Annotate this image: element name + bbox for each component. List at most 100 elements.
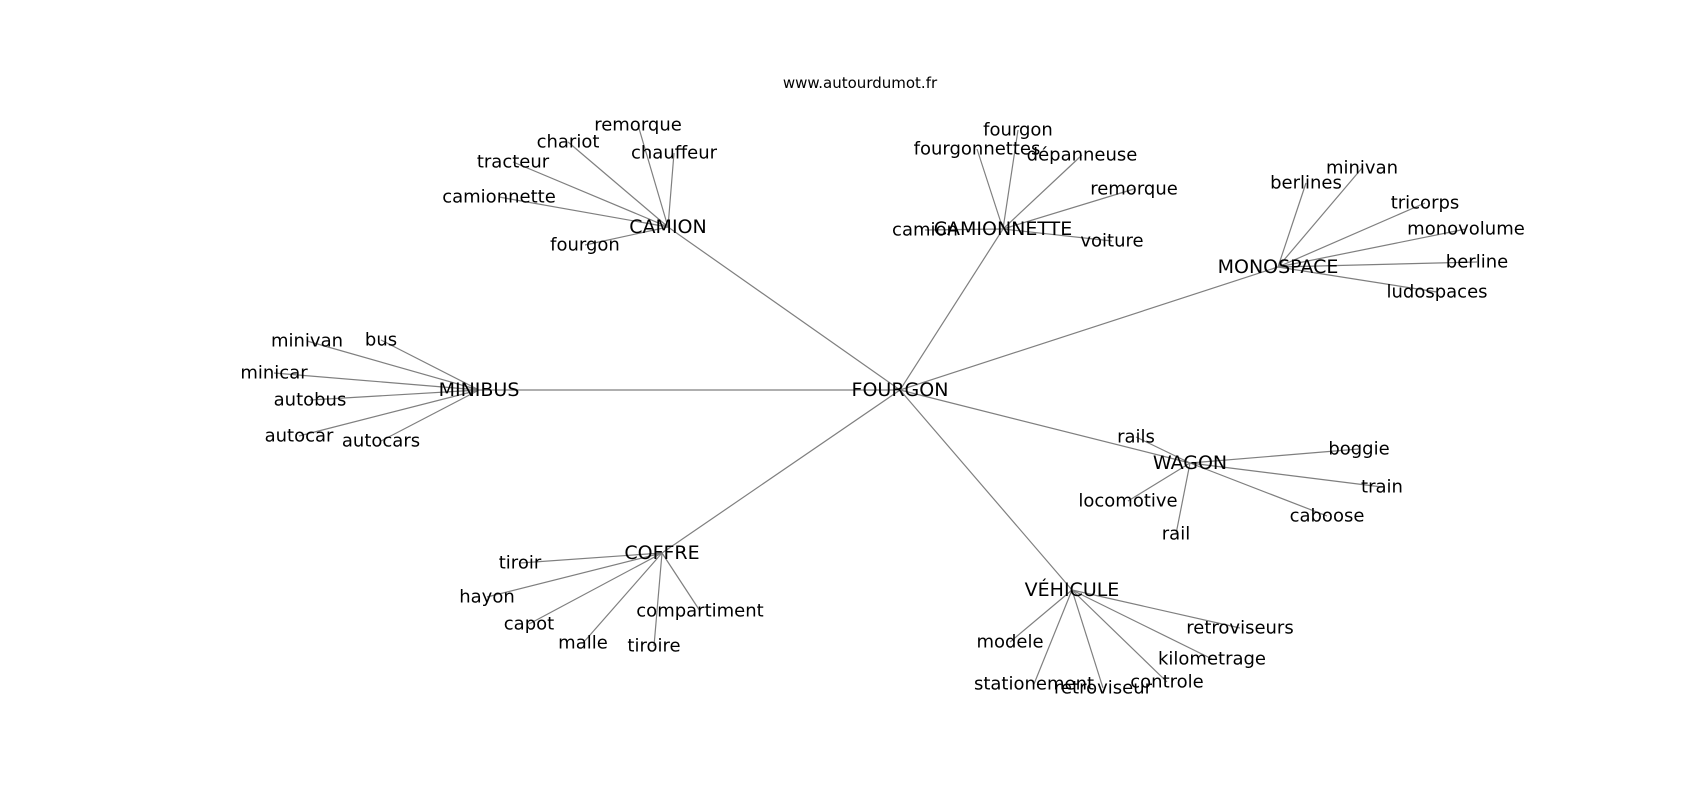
edge-wagon-5 (1175, 462, 1191, 535)
edge-minibus-3 (309, 389, 480, 401)
word-node: camionnette (442, 187, 556, 208)
word-node: fourgon (983, 120, 1053, 141)
edge-camion-2 (667, 152, 675, 228)
edge-minibus-4 (298, 389, 480, 437)
edge-camion-1 (567, 141, 669, 228)
edge-camionnette-4 (924, 228, 1004, 231)
hub-node-monospace: MONOSPACE (1218, 256, 1339, 278)
word-node: tracteur (477, 152, 550, 173)
word-node: monovolume (1407, 219, 1525, 240)
edge-vehicule-2 (1071, 589, 1213, 660)
edge-coffre-5 (653, 552, 663, 647)
graph-edges (273, 124, 1478, 689)
word-node: hayon (459, 587, 515, 608)
word-node: autobus (274, 390, 347, 411)
edge-monospace-0 (1277, 167, 1363, 268)
edge-vehicule-4 (1071, 589, 1104, 689)
source-label: www.autourdumot.fr (783, 74, 938, 92)
word-node: fourgon (550, 235, 620, 256)
word-node: caboose (1290, 506, 1365, 527)
hub-node-wagon: WAGON (1153, 452, 1227, 474)
edge-camionnette-0 (1002, 129, 1019, 230)
edge-center-camionnette (899, 228, 1004, 391)
edge-minibus-1 (380, 339, 480, 391)
word-node: locomotive (1078, 491, 1177, 512)
hub-node-coffre: COFFRE (624, 542, 699, 564)
word-node: berline (1446, 252, 1508, 273)
edge-vehicule-1 (1009, 589, 1073, 643)
center-node: FOURGON (852, 379, 949, 401)
word-node: bus (365, 330, 397, 351)
word-node: chariot (537, 132, 600, 153)
edge-camionnette-2 (1002, 154, 1083, 230)
edge-minibus-0 (306, 340, 480, 391)
edge-coffre-1 (486, 552, 663, 598)
edge-center-monospace (899, 266, 1279, 391)
word-node: camion (892, 220, 958, 241)
word-node: modele (976, 632, 1043, 653)
edge-center-wagon (899, 389, 1191, 464)
word-node: chauffeur (631, 143, 718, 164)
word-node: berlines (1270, 173, 1342, 194)
hub-node-minibus: MINIBUS (439, 379, 520, 401)
word-node: remorque (1090, 179, 1178, 200)
word-node: fourgonnettes (914, 139, 1041, 160)
word-node: tiroire (627, 636, 680, 657)
edge-vehicule-3 (1033, 589, 1073, 685)
word-node: tricorps (1391, 193, 1460, 214)
edge-center-coffre (661, 389, 901, 554)
edge-camion-0 (637, 124, 669, 228)
word-node: rails (1117, 427, 1155, 448)
edge-wagon-3 (1127, 462, 1191, 502)
edge-camionnette-3 (1002, 188, 1135, 230)
edge-monospace-4 (1277, 261, 1478, 268)
word-node: tiroir (499, 553, 542, 574)
edge-wagon-4 (1189, 462, 1328, 517)
word-node: retroviseurs (1186, 618, 1293, 639)
word-node: autocars (342, 431, 420, 452)
edge-camion-5 (584, 226, 669, 246)
hub-node-camionnette: CAMIONNETTE (934, 218, 1073, 240)
edge-vehicule-5 (1071, 589, 1168, 683)
word-node: voiture (1080, 231, 1143, 252)
edge-monospace-5 (1277, 266, 1438, 293)
edge-center-camion (667, 226, 901, 391)
word-node: compartiment (636, 601, 763, 622)
edge-wagon-1 (1189, 448, 1360, 464)
edge-vehicule-0 (1071, 589, 1241, 629)
edge-coffre-4 (582, 552, 663, 644)
edge-camion-4 (498, 196, 669, 228)
hub-node-camion: CAMION (629, 216, 706, 238)
edge-wagon-2 (1189, 462, 1383, 488)
word-node: dépanneuse (1027, 145, 1138, 166)
word-node: rail (1162, 524, 1190, 545)
edge-coffre-0 (519, 552, 663, 564)
edge-camionnette-1 (976, 148, 1004, 230)
word-node: boggie (1328, 439, 1389, 460)
edge-coffre-2 (661, 552, 701, 612)
graph-labels: FOURGONCAMIONremorquechariotchauffeurtra… (240, 115, 1524, 699)
word-node: minivan (271, 331, 343, 352)
word-node: malle (558, 633, 608, 654)
edge-minibus-2 (273, 372, 480, 391)
edge-wagon-0 (1135, 436, 1191, 464)
edge-minibus-5 (380, 389, 480, 442)
word-node: kilometrage (1158, 649, 1266, 670)
word-node: train (1361, 477, 1403, 498)
edge-camionnette-5 (1002, 228, 1113, 242)
word-node: minivan (1326, 158, 1398, 179)
edge-coffre-3 (528, 552, 663, 625)
word-node: ludospaces (1386, 282, 1487, 303)
word-node: remorque (594, 115, 682, 136)
word-node: stationement (974, 674, 1094, 695)
word-node: retroviseur (1054, 678, 1153, 699)
word-node: autocar (265, 426, 334, 447)
edge-monospace-3 (1277, 228, 1467, 268)
edge-monospace-2 (1277, 202, 1426, 268)
edge-monospace-1 (1277, 182, 1307, 268)
hub-node-vehicule: VÉHICULE (1025, 578, 1120, 601)
edge-camion-3 (512, 161, 669, 228)
word-node: controle (1130, 672, 1203, 693)
edge-center-vehicule (899, 389, 1073, 591)
